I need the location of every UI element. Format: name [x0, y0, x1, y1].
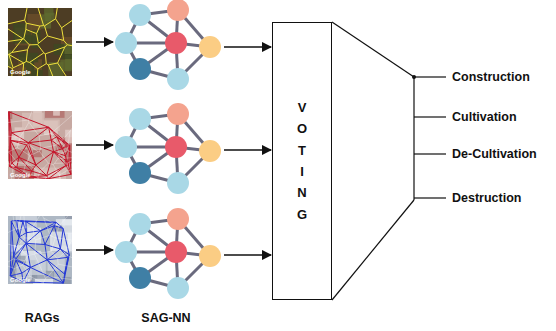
network-icon [115, 103, 221, 194]
class-label: Construction [452, 70, 530, 84]
class-label: Destruction [452, 191, 521, 205]
column-label: RAGs [25, 311, 60, 325]
column-label: SAG-NN [141, 311, 190, 325]
flow-arrow [76, 144, 113, 146]
watermark: Google [10, 69, 31, 75]
watermark: Google [10, 172, 31, 178]
watermark: Google [10, 277, 31, 283]
box-title: V O T I N G [296, 97, 309, 226]
flow-arrow [76, 41, 113, 43]
output-fan [332, 22, 446, 300]
rag-image [2, 105, 82, 191]
junction-dot [412, 75, 416, 79]
flow-arrow [224, 149, 271, 151]
voting-box: V O T I N G [272, 22, 332, 300]
class-label: De-Cultivation [452, 147, 537, 161]
region-graph [10, 220, 69, 283]
flow-arrow [224, 46, 271, 48]
region-graph [8, 8, 72, 76]
flow-arrow [224, 254, 271, 256]
class-label: Cultivation [452, 110, 517, 124]
region-graph [9, 112, 71, 179]
flow-arrow [76, 249, 113, 251]
network-icon [115, 0, 221, 90]
network-icon [115, 208, 221, 299]
rag-image [8, 211, 87, 293]
rag-image [4, 6, 83, 78]
